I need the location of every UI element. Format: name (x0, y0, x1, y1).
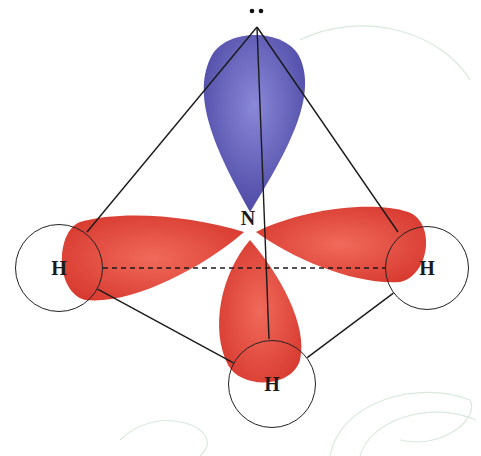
hydrogen-atom-circle: H (15, 224, 103, 312)
lone-pair-dot (259, 9, 264, 14)
bond-lobe (256, 207, 426, 282)
hydrogen-atom-circle: H (385, 226, 469, 310)
tetrahedron-edge (98, 289, 234, 363)
atom-symbol: H (419, 258, 435, 278)
bond-lobe (62, 215, 244, 300)
atom-symbol: H (264, 374, 280, 394)
tetrahedron-edge (87, 27, 257, 232)
lone-pair-lobe (204, 35, 305, 212)
tetrahedron-edge (103, 268, 385, 269)
atom-symbol: H (51, 258, 67, 278)
atom-symbol: N (241, 208, 255, 228)
lone-pair-dot (250, 9, 255, 14)
tetrahedron-edge (307, 293, 393, 357)
hydrogen-atom-circle: H (228, 340, 316, 428)
tetrahedron-edge (257, 27, 398, 232)
tetrahedron-edge (257, 27, 269, 339)
